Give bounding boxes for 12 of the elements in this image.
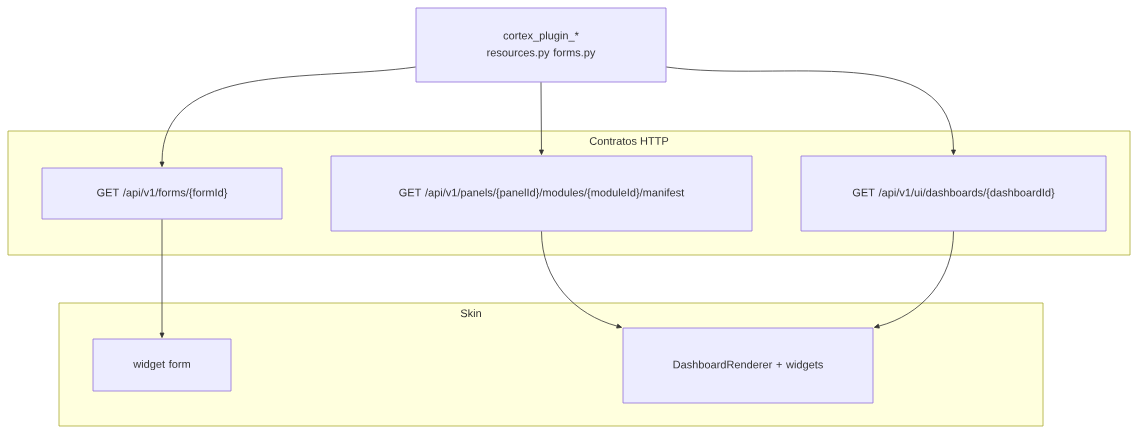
process-box: cortex_plugin_* resources.py forms.py xyxy=(415,7,667,83)
arrow xyxy=(539,82,544,155)
process-box: GET /api/v1/panels/{panelId}/modules/{moduleId}/manifest xyxy=(330,155,753,232)
arrow xyxy=(541,231,622,329)
arrow xyxy=(666,66,956,155)
process-box: DashboardRenderer + widgets xyxy=(622,327,874,404)
arrow xyxy=(874,231,954,329)
process-box: GET /api/v1/ui/dashboards/{dashboardId} xyxy=(800,155,1107,232)
arrow xyxy=(159,219,165,338)
arrow xyxy=(159,66,416,167)
process-box: GET /api/v1/forms/{formId} xyxy=(41,167,283,220)
process-box: widget form xyxy=(92,338,232,392)
